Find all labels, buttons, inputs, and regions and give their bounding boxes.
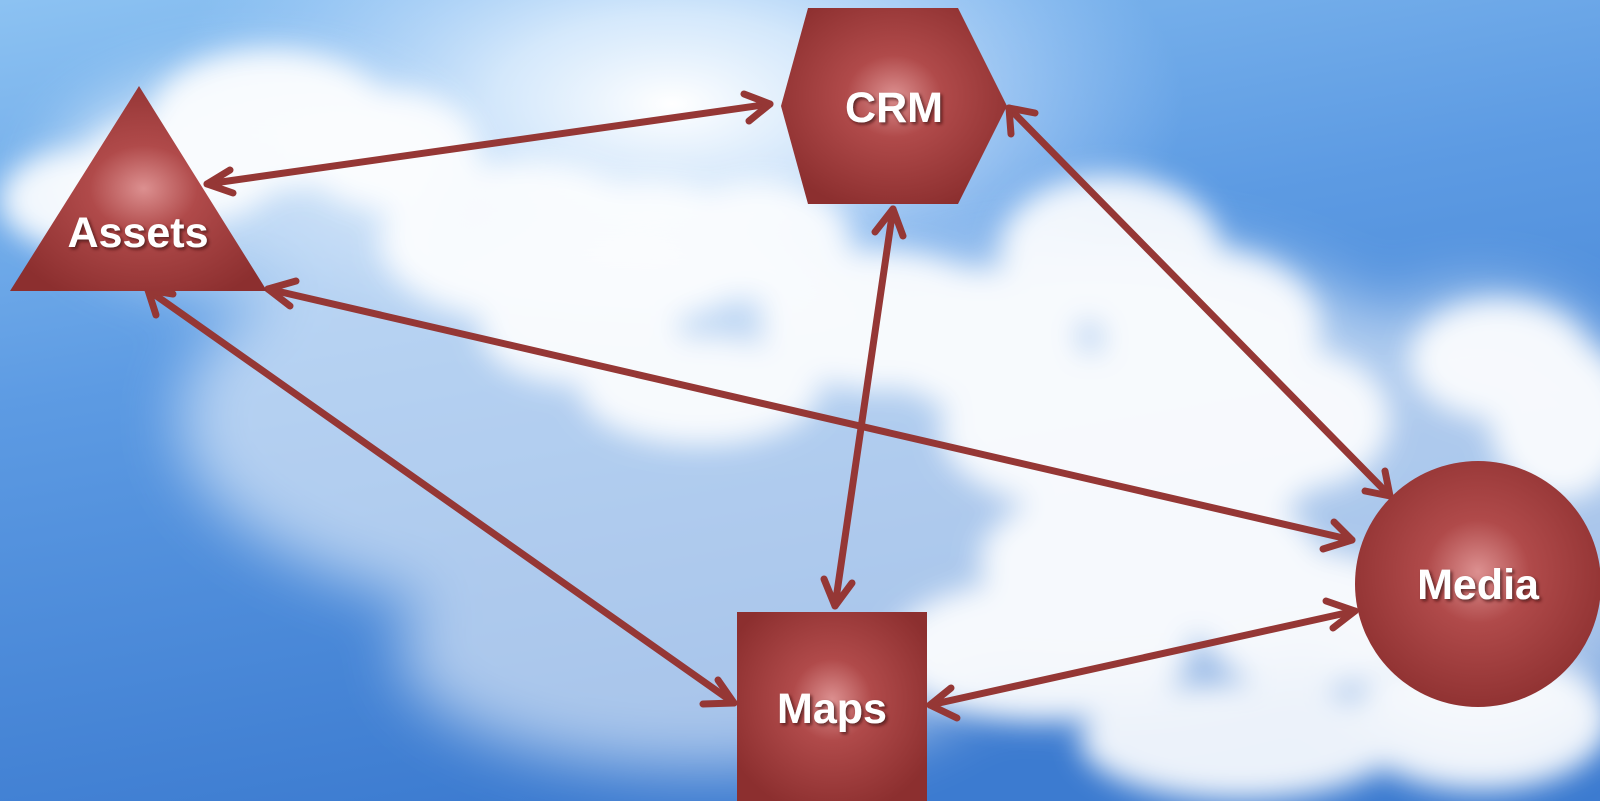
node-assets: Assets [10, 86, 267, 291]
arrow-assets-media [264, 277, 1356, 553]
node-media: Media [1355, 461, 1600, 707]
arrow-assets-crm [203, 90, 774, 197]
node-crm: CRM [781, 8, 1007, 204]
node-maps: Maps [737, 612, 927, 801]
maps-label: Maps [777, 685, 887, 733]
triangle-shape [10, 86, 267, 291]
arrow-maps-media [926, 597, 1359, 722]
circle-shape [1355, 461, 1600, 707]
media-label: Media [1417, 561, 1540, 609]
arrow-crm-media [1005, 104, 1394, 500]
connections [144, 90, 1394, 722]
square-shape [737, 612, 927, 801]
assets-label: Assets [67, 209, 208, 257]
arrow-crm-maps [820, 205, 907, 610]
crm-label: CRM [845, 84, 943, 132]
hexagon-shape [781, 8, 1007, 204]
